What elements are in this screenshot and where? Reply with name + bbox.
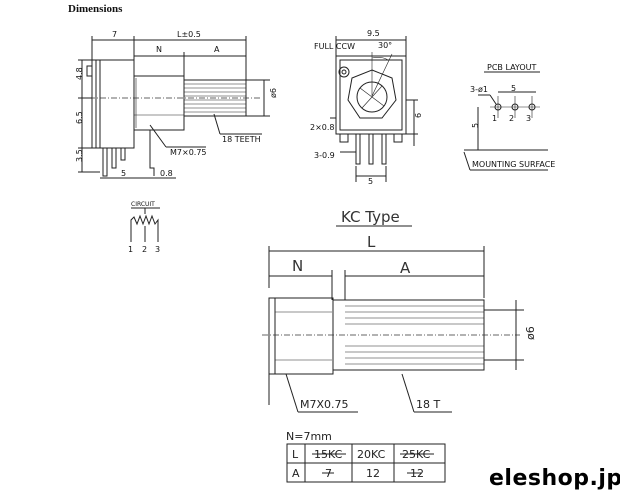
circuit-pin-3: 3 xyxy=(155,245,160,254)
kc-dim-l: L xyxy=(367,233,376,251)
pot-body xyxy=(91,59,135,149)
pcb-pin-1: 1 xyxy=(492,114,497,123)
dim-4-8: 4.8 xyxy=(75,67,84,80)
kc-dim-n: N xyxy=(292,257,303,275)
kc-dim-phi6: ø6 xyxy=(524,326,537,340)
table-note: N=7mm xyxy=(286,430,332,443)
kc-teeth: 18 T xyxy=(416,398,440,411)
pcb-layout: PCB LAYOUT 3-ø1 5 1 2 3 5 MOUNTING SURFA… xyxy=(463,63,555,171)
teeth-label: 18 TEETH xyxy=(222,135,261,144)
pcb-dim-5-side: 5 xyxy=(471,123,480,128)
holes-label: 3-ø1 xyxy=(470,85,488,94)
table-row-l-c2: 20KC xyxy=(357,448,386,461)
dim-l: L±0.5 xyxy=(177,30,201,39)
dim-n: N xyxy=(156,45,162,54)
mounting-surface: MOUNTING SURFACE xyxy=(472,160,555,169)
circuit-title: CIRCUIT xyxy=(131,201,155,208)
front-view: 30° FULL CCW 9.5 6 2×0.8 3-0.9 5 xyxy=(310,29,423,186)
kc-thread: M7X0.75 xyxy=(300,398,349,411)
table-row-a-c2: 12 xyxy=(366,467,380,480)
kc-dim-a: A xyxy=(400,259,411,277)
pcb-pin-3: 3 xyxy=(526,114,531,123)
pcb-pin-2: 2 xyxy=(509,114,514,123)
dim-phi6: ø6 xyxy=(269,88,278,98)
full-ccw-label: FULL CCW xyxy=(314,42,355,51)
kc-bushing xyxy=(268,297,334,375)
table-row-a-label: A xyxy=(292,467,300,480)
dim-a: A xyxy=(214,45,220,54)
circuit-pin-2: 2 xyxy=(142,245,147,254)
thread-label: M7×0.75 xyxy=(170,148,207,157)
dim-6-5: 6.5 xyxy=(75,111,84,124)
dim-7: 7 xyxy=(112,30,117,39)
kc-title: KC Type xyxy=(341,208,400,226)
bushing xyxy=(133,75,185,131)
pcb-title: PCB LAYOUT xyxy=(487,63,537,72)
page-title: Dimensions xyxy=(68,3,123,15)
brand-watermark: eleshop.jp xyxy=(489,466,620,491)
dim-0-8: 0.8 xyxy=(160,169,173,178)
small-side-view: 4.8 6.5 3.5 7 L±0.5 N A ø6 M7×0.75 18 TE… xyxy=(75,30,278,179)
angle-label: 30° xyxy=(378,41,392,50)
dim-2x0-8: 2×0.8 xyxy=(310,123,335,132)
dim-3-0-9: 3-0.9 xyxy=(314,151,335,160)
dim-3-5: 3.5 xyxy=(75,149,84,162)
dim-5-front: 5 xyxy=(368,177,373,186)
spec-table: N=7mm L 15KC 20KC 25KC A 7 12 12 xyxy=(286,430,446,483)
dim-6: 6 xyxy=(414,113,423,118)
circuit-pin-1: 1 xyxy=(128,245,133,254)
table-row-l-label: L xyxy=(292,448,299,461)
dim-5: 5 xyxy=(121,169,126,178)
kc-type-drawing: KC Type L N A ø6 xyxy=(262,208,537,413)
pcb-dim-5-top: 5 xyxy=(511,84,516,93)
circuit-diagram: CIRCUIT 1 2 3 xyxy=(128,201,160,254)
dim-9-5: 9.5 xyxy=(367,29,380,38)
